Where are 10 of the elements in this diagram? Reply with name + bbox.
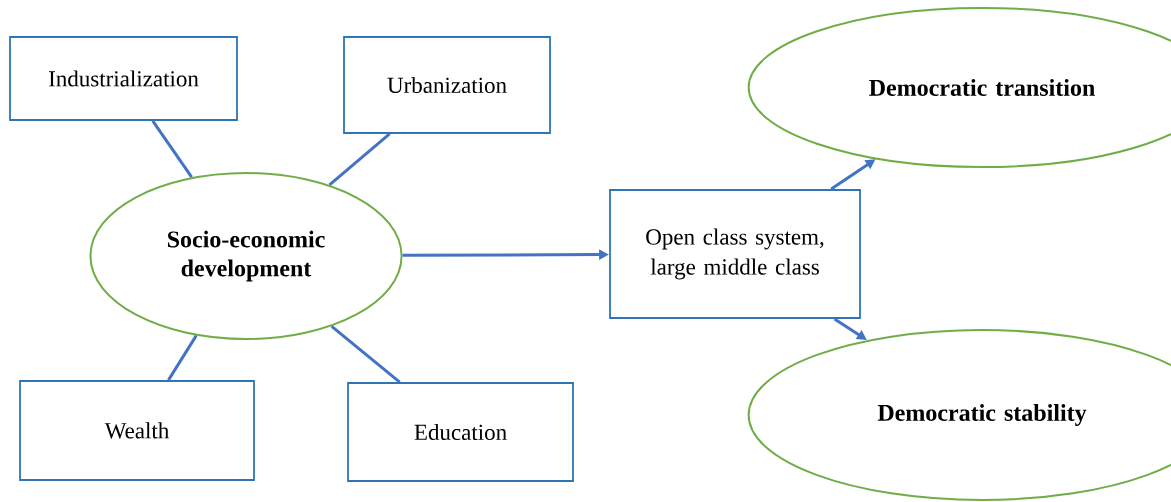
ellipse-node: Socio-economic development — [89, 172, 403, 340]
process-box: Industrialization — [9, 36, 238, 121]
process-box: Urbanization — [343, 36, 551, 134]
connector-line — [330, 325, 401, 384]
process-box: Education — [347, 382, 574, 482]
process-box: Wealth — [19, 380, 255, 481]
connector-line — [167, 334, 198, 381]
connector-line — [328, 132, 391, 187]
process-box: Open class system, large middle class — [609, 189, 861, 319]
connector-line — [151, 120, 193, 179]
